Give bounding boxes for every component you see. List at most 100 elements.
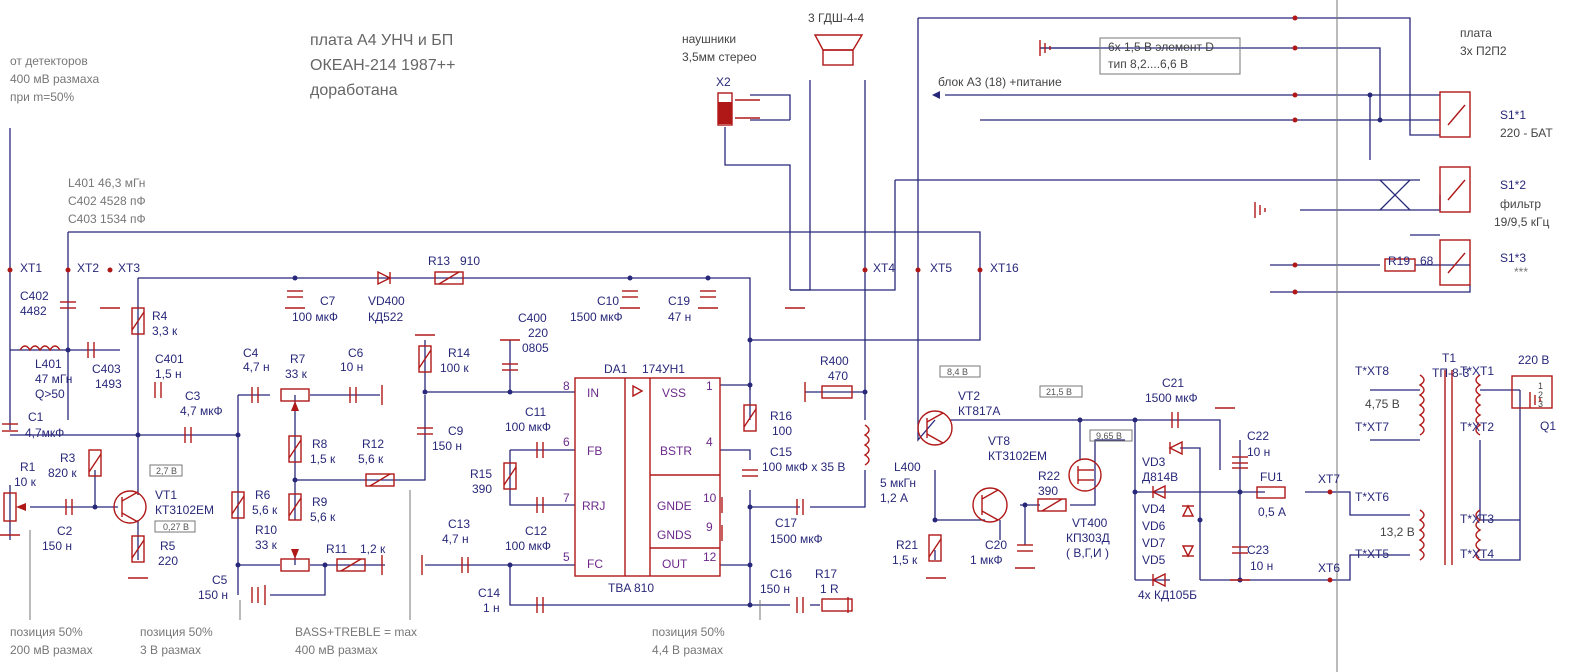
pin-7-number: 7 — [563, 491, 570, 505]
vd6-label: VD6 — [1142, 519, 1166, 533]
c5-value: 150 н — [198, 588, 228, 602]
note-lc-1: L401 46,3 мГн — [68, 176, 145, 190]
c400-label: C400 — [518, 311, 547, 325]
c400-value: 220 — [528, 326, 548, 340]
pin-bstr: BSTR — [660, 444, 692, 458]
c5-label: C5 — [212, 573, 228, 587]
connector-xt4: XT4 — [873, 261, 895, 275]
r1-value: 10 к — [14, 475, 37, 489]
da1-label: DA1 — [604, 362, 628, 376]
pin-fb: FB — [587, 444, 602, 458]
c1-label: C1 — [28, 410, 44, 424]
note-boxes — [29, 0, 1338, 672]
c403-value: 1493 — [95, 377, 122, 391]
pin-4-number: 4 — [706, 435, 713, 449]
c400-package: 0805 — [522, 341, 549, 355]
c403-label: C403 — [92, 362, 121, 376]
vt8-label: VT8 — [988, 434, 1010, 448]
c13-value: 4,7 н — [442, 532, 469, 546]
note-pos1-a: позиция 50% — [10, 625, 83, 639]
c14-label: C14 — [478, 586, 500, 600]
c19-label: C19 — [668, 294, 690, 308]
c23-label: C23 — [1247, 543, 1269, 557]
q1-label: Q1 — [1540, 419, 1556, 433]
note-lc-2: С402 4528 пФ — [68, 194, 146, 208]
vd400-value: КД522 — [368, 310, 403, 324]
measure-vt1-emitter: 0,27 В — [163, 522, 189, 532]
r9-label: R9 — [312, 495, 328, 509]
mains-voltage: 220 В — [1518, 353, 1549, 367]
s1-1-label: S1*1 — [1500, 108, 1526, 122]
r22-value: 390 — [1038, 484, 1058, 498]
r21-label: R21 — [896, 538, 918, 552]
r19-label: R19 — [1388, 254, 1410, 268]
connector-xt6: XT6 — [1318, 561, 1340, 575]
vt2-value: КТ817А — [958, 404, 1000, 418]
c23-value: 10 н — [1250, 559, 1273, 573]
resistors — [3, 258, 1416, 612]
vt8-value: КТ3102ЕМ — [988, 449, 1047, 463]
c402-value: 4482 — [20, 304, 47, 318]
l400-label: L400 — [894, 460, 921, 474]
r400-label: R400 — [820, 354, 849, 368]
connector-xt2: XT2 — [77, 261, 99, 275]
q1-pin-3: 3 — [1538, 399, 1543, 409]
plug-q1 — [1511, 375, 1553, 409]
r3-label: R3 — [60, 451, 76, 465]
r13-value: 910 — [460, 254, 480, 268]
pin-9-number: 9 — [706, 520, 713, 534]
txt8-label: T*XT8 — [1355, 364, 1389, 378]
c4-value: 4,7 н — [243, 360, 270, 374]
c11-value: 100 мкФ — [505, 420, 551, 434]
vd4-label: VD4 — [1142, 502, 1166, 516]
fu1-label: FU1 — [1260, 470, 1283, 484]
l401-q: Q>50 — [35, 387, 65, 401]
c7-value: 100 мкФ — [292, 310, 338, 324]
r7-value: 33 к — [285, 367, 308, 381]
c13-label: C13 — [448, 517, 470, 531]
txt1-label: T*XT1 — [1460, 364, 1494, 378]
r12-label: R12 — [362, 437, 384, 451]
s1-3-text: *** — [1514, 265, 1528, 279]
vt2-label: VT2 — [958, 389, 980, 403]
note-block-a3: блок А3 (18) +питание — [938, 75, 1062, 89]
txt7-label: T*XT7 — [1355, 420, 1389, 434]
c402-label: C402 — [20, 289, 49, 303]
connector-xt16: XT16 — [990, 261, 1019, 275]
l401-value: 47 мГн — [35, 372, 72, 386]
r7-label: R7 — [290, 352, 306, 366]
note-pos3-a: позиция 50% — [652, 625, 725, 639]
s1-2-text-1: фильтр — [1500, 197, 1541, 211]
note-bt-2: 400 мВ размах — [295, 643, 378, 657]
c19-value: 47 н — [668, 310, 691, 324]
r14-label: R14 — [448, 346, 470, 360]
c3-label: C3 — [185, 389, 201, 403]
c22-value: 10 н — [1247, 445, 1270, 459]
arrow-left-icon — [932, 91, 940, 99]
fu1-value: 0,5 А — [1258, 505, 1286, 519]
ic-da1 — [574, 377, 721, 577]
c17-value: 1500 мкФ — [770, 532, 823, 546]
connector-xt5: XT5 — [930, 261, 952, 275]
c16-value: 150 н — [760, 582, 790, 596]
r22-label: R22 — [1038, 469, 1060, 483]
r19-value: 68 — [1420, 254, 1434, 268]
note-board-1: плата — [1460, 26, 1492, 40]
note-pos2-a: позиция 50% — [140, 625, 213, 639]
vt400-value: КП303Д — [1066, 531, 1110, 545]
r14-value: 100 к — [440, 361, 469, 375]
c10-value: 1500 мкФ — [570, 310, 623, 324]
c21-value: 1500 мкФ — [1145, 391, 1198, 405]
ground-symbols — [0, 40, 1541, 613]
txt6-label: T*XT6 — [1355, 490, 1389, 504]
c14-value: 1 н — [483, 601, 500, 615]
junction-dots — [7, 15, 1383, 608]
note-lc-3: С403 1534 пФ — [68, 212, 146, 226]
note-pos2-b: 3 В размах — [140, 643, 201, 657]
connector-x2: X2 — [716, 75, 731, 89]
c15-value: 100 мкФ х 35 В — [762, 460, 845, 474]
vd3-value: Д814В — [1142, 470, 1178, 484]
pin-gnds: GNDS — [657, 528, 692, 542]
s1-3-label: S1*3 — [1500, 251, 1526, 265]
